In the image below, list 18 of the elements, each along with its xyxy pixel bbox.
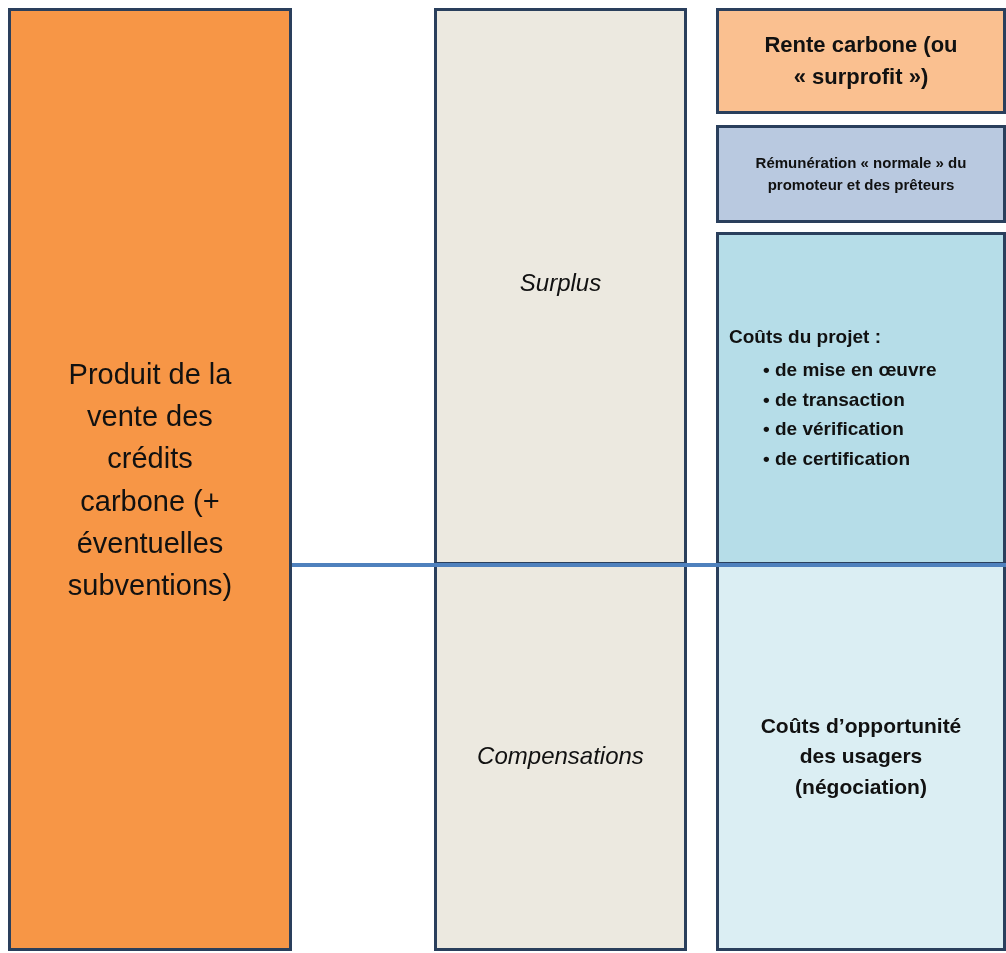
bullet-item: • de vérification xyxy=(763,417,905,442)
box-text: Rente carbone (ou « surprofit ») xyxy=(764,31,958,91)
bullet-item: • de certification xyxy=(763,446,912,471)
bullet-item: • de mise en œuvre xyxy=(763,358,937,383)
rent-box xyxy=(716,8,1006,114)
opportunity-costs-box xyxy=(716,565,1006,951)
box-text: Rémunération « normale » du promoteur et des prêteurs xyxy=(754,153,968,195)
bullet-item: • de transaction xyxy=(763,387,906,412)
box-text: Produit de la vente des crédits carbone (+ éventuelles subventions) xyxy=(66,357,234,603)
surplus-box xyxy=(434,8,687,565)
box-text: Compensations xyxy=(477,741,644,772)
heading-text: Coûts du projet : xyxy=(729,324,881,349)
box-text: Surplus xyxy=(519,268,602,298)
remuneration-box xyxy=(716,125,1006,223)
compensations-box xyxy=(434,565,687,951)
project-costs-box xyxy=(716,232,1006,565)
revenue-column xyxy=(8,8,292,951)
box-text: Coûts d’opportunité des usagers (négociation) xyxy=(759,712,963,800)
